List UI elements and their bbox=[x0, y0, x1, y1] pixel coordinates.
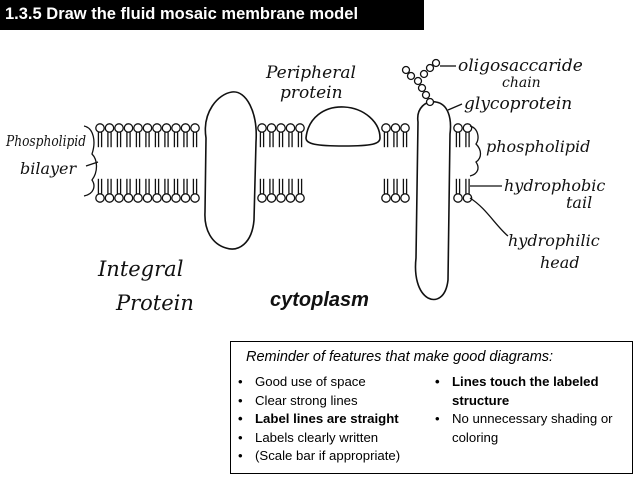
label-hydrophobic-tail-2: tail bbox=[566, 193, 592, 212]
phospholipid-head bbox=[152, 123, 162, 133]
phospholipid-head bbox=[95, 123, 105, 133]
label-cytoplasm: cytoplasm bbox=[270, 289, 369, 311]
phospholipid-head bbox=[257, 123, 267, 133]
label-hydrophobic-tail-1: hydrophobic bbox=[504, 176, 605, 195]
phospholipid-head bbox=[104, 123, 115, 133]
phospholipid-head bbox=[285, 123, 296, 133]
slide-title: 1.3.5 Draw the fluid mosaic membrane mod… bbox=[5, 5, 359, 23]
integral-protein-shape bbox=[204, 91, 257, 250]
label-integral-protein-2: Protein bbox=[115, 291, 194, 315]
phospholipid-head bbox=[390, 123, 401, 133]
peripheral-protein-shape bbox=[305, 106, 381, 147]
reminder-title: Reminder of features that make good diag… bbox=[246, 349, 554, 365]
phospholipid-head bbox=[285, 193, 296, 203]
phospholipid-head bbox=[161, 193, 172, 203]
reminder-item: Lines touch the labeled structure bbox=[435, 373, 631, 410]
phospholipid-head bbox=[190, 123, 200, 133]
phospholipid-head bbox=[390, 193, 401, 203]
phospholipid-head bbox=[400, 123, 410, 133]
phospholipid-head bbox=[171, 193, 181, 203]
phospholipid-head bbox=[400, 193, 410, 203]
phospholipid-head bbox=[381, 193, 391, 203]
label-integral-protein-1: Integral bbox=[97, 257, 183, 281]
reminder-list-left: Good use of space Clear strong lines Lab… bbox=[238, 373, 438, 466]
label-lines bbox=[83, 65, 509, 237]
phospholipid-head bbox=[462, 123, 473, 133]
phospholipid-head bbox=[453, 193, 463, 203]
phospholipid-bilayer-drawing bbox=[95, 123, 473, 203]
phospholipid-head bbox=[123, 123, 134, 133]
reminder-item: No unnecessary shading or coloring bbox=[435, 410, 631, 447]
phospholipid-head bbox=[276, 193, 286, 203]
label-oligosaccharide-2: chain bbox=[502, 75, 541, 91]
phospholipid-head bbox=[453, 123, 463, 133]
phospholipid-head bbox=[133, 123, 143, 133]
phospholipid-head bbox=[171, 123, 181, 133]
phospholipid-head bbox=[257, 193, 267, 203]
reminder-item: (Scale bar if appropriate) bbox=[238, 447, 438, 466]
reminder-item: Good use of space bbox=[238, 373, 438, 392]
phospholipid-head bbox=[95, 193, 105, 203]
phospholipid-head bbox=[180, 123, 191, 133]
reminder-list-right: Lines touch the labeled structure No unn… bbox=[435, 373, 631, 447]
diagram-labels: Peripheral protein oligosaccaride chain … bbox=[5, 56, 605, 315]
reminder-item: Label lines are straight bbox=[238, 410, 438, 429]
reminder-item: Labels clearly written bbox=[238, 429, 438, 448]
phospholipid-head bbox=[295, 193, 305, 203]
phospholipid-head bbox=[295, 123, 305, 133]
glycoprotein-shape bbox=[414, 100, 452, 301]
label-phospholipid-bilayer-1: Phospholipid bbox=[5, 132, 86, 150]
phospholipid-head bbox=[114, 123, 124, 133]
oligosaccharide-chain bbox=[401, 58, 441, 107]
phospholipid-head bbox=[266, 193, 277, 203]
phospholipid-head bbox=[266, 123, 277, 133]
reminder-item: Clear strong lines bbox=[238, 392, 438, 411]
label-phospholipid-bilayer-2: bilayer bbox=[20, 159, 78, 178]
phospholipid-head bbox=[114, 193, 124, 203]
membrane-diagram: Peripheral protein oligosaccaride chain … bbox=[5, 56, 605, 315]
phospholipid-head bbox=[142, 123, 153, 133]
label-peripheral-protein-1: Peripheral bbox=[265, 63, 356, 83]
phospholipid-head bbox=[180, 193, 191, 203]
phospholipid-head bbox=[276, 123, 286, 133]
label-oligosaccharide-1: oligosaccaride bbox=[458, 56, 583, 76]
phospholipid-head bbox=[123, 193, 134, 203]
phospholipid-head bbox=[152, 193, 162, 203]
reminder-box: Reminder of features that make good diag… bbox=[230, 341, 633, 474]
phospholipid-head bbox=[142, 193, 153, 203]
phospholipid-head bbox=[104, 193, 115, 203]
label-peripheral-protein-2: protein bbox=[280, 83, 343, 103]
phospholipid-head bbox=[381, 123, 391, 133]
label-hydrophilic-head-2: head bbox=[540, 253, 580, 272]
label-glycoprotein: glycoprotein bbox=[464, 94, 572, 114]
phospholipid-head bbox=[161, 123, 172, 133]
label-hydrophilic-head-1: hydrophilic bbox=[508, 231, 600, 250]
phospholipid-head bbox=[462, 193, 473, 203]
phospholipid-head bbox=[133, 193, 143, 203]
phospholipid-head bbox=[190, 193, 200, 203]
label-phospholipid: phospholipid bbox=[486, 137, 590, 156]
title-bar: 1.3.5 Draw the fluid mosaic membrane mod… bbox=[0, 0, 424, 30]
